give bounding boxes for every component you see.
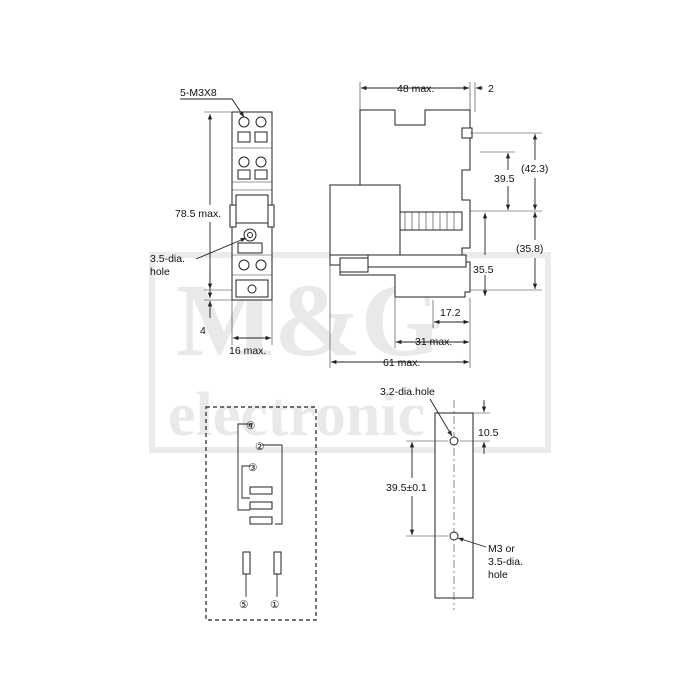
watermark: M&G electronic — [149, 252, 551, 453]
dim-31: 31 max. — [415, 336, 452, 348]
mounting-holes: 10.5 39.5±0.1 3.2-dia.hole M3 or 3.5-dia… — [380, 386, 523, 610]
upper-hole — [449, 436, 459, 446]
dim-39-5: 39.5 — [494, 173, 515, 185]
terminal-3: ③ — [248, 462, 258, 474]
screw-label: 5-M3X8 — [180, 87, 217, 99]
front-height-label: 78.5 max. — [175, 208, 221, 220]
m3-label-line1: M3 or — [488, 543, 515, 555]
screw-terminal — [255, 259, 267, 271]
m3-label-line3: hole — [488, 569, 508, 581]
m3-label-line2: 3.5-dia. — [488, 556, 523, 568]
front-width-label: 16 max. — [229, 345, 266, 357]
side-top-offset: 2 — [488, 83, 494, 95]
terminal-boundary — [205, 406, 317, 621]
hole-label-line1: 3.5-dia. — [150, 253, 185, 265]
dim-42-3: (42.3) — [521, 163, 548, 175]
screw-terminal — [255, 116, 267, 128]
terminal-5: ⑤ — [239, 599, 249, 611]
dim-17-2: 17.2 — [440, 307, 461, 319]
screw-terminal — [238, 156, 250, 168]
coil-pin — [273, 551, 282, 575]
coil-pin — [242, 551, 251, 575]
watermark-line2: electronic — [168, 381, 425, 449]
dim-61: 61 max. — [383, 357, 420, 369]
contact-bar — [249, 486, 273, 495]
dim-35-8: (35.8) — [516, 243, 543, 255]
dim-35-5: 35.5 — [473, 264, 494, 276]
contact-bar — [249, 501, 273, 510]
terminal-1: ① — [270, 599, 280, 611]
top-hole-label: 3.2-dia.hole — [380, 386, 435, 398]
dim-pitch: 39.5±0.1 — [386, 482, 427, 494]
hole-label-line2: hole — [150, 266, 170, 278]
screw-terminal — [238, 259, 250, 271]
dim-10-5: 10.5 — [478, 427, 499, 439]
terminal-2: ② — [255, 441, 265, 453]
lower-hole — [449, 531, 459, 541]
terminal-4: ④ — [246, 420, 256, 432]
contact-bar — [249, 516, 273, 525]
side-top-width: 48 max. — [397, 83, 434, 95]
side-view: 48 max. 2 (42.3) (35.8) 39.5 35.5 17.2 3… — [329, 82, 548, 369]
screw-terminal — [255, 156, 267, 168]
screw-terminal — [238, 116, 250, 128]
front-view: 78.5 max. 4 16 max. 5-M3X8 3.5-dia. hole — [150, 87, 275, 357]
front-bottom-label: 4 — [200, 325, 206, 337]
terminal-diagram: ④ ② ③ ⑤ ① — [205, 406, 317, 621]
